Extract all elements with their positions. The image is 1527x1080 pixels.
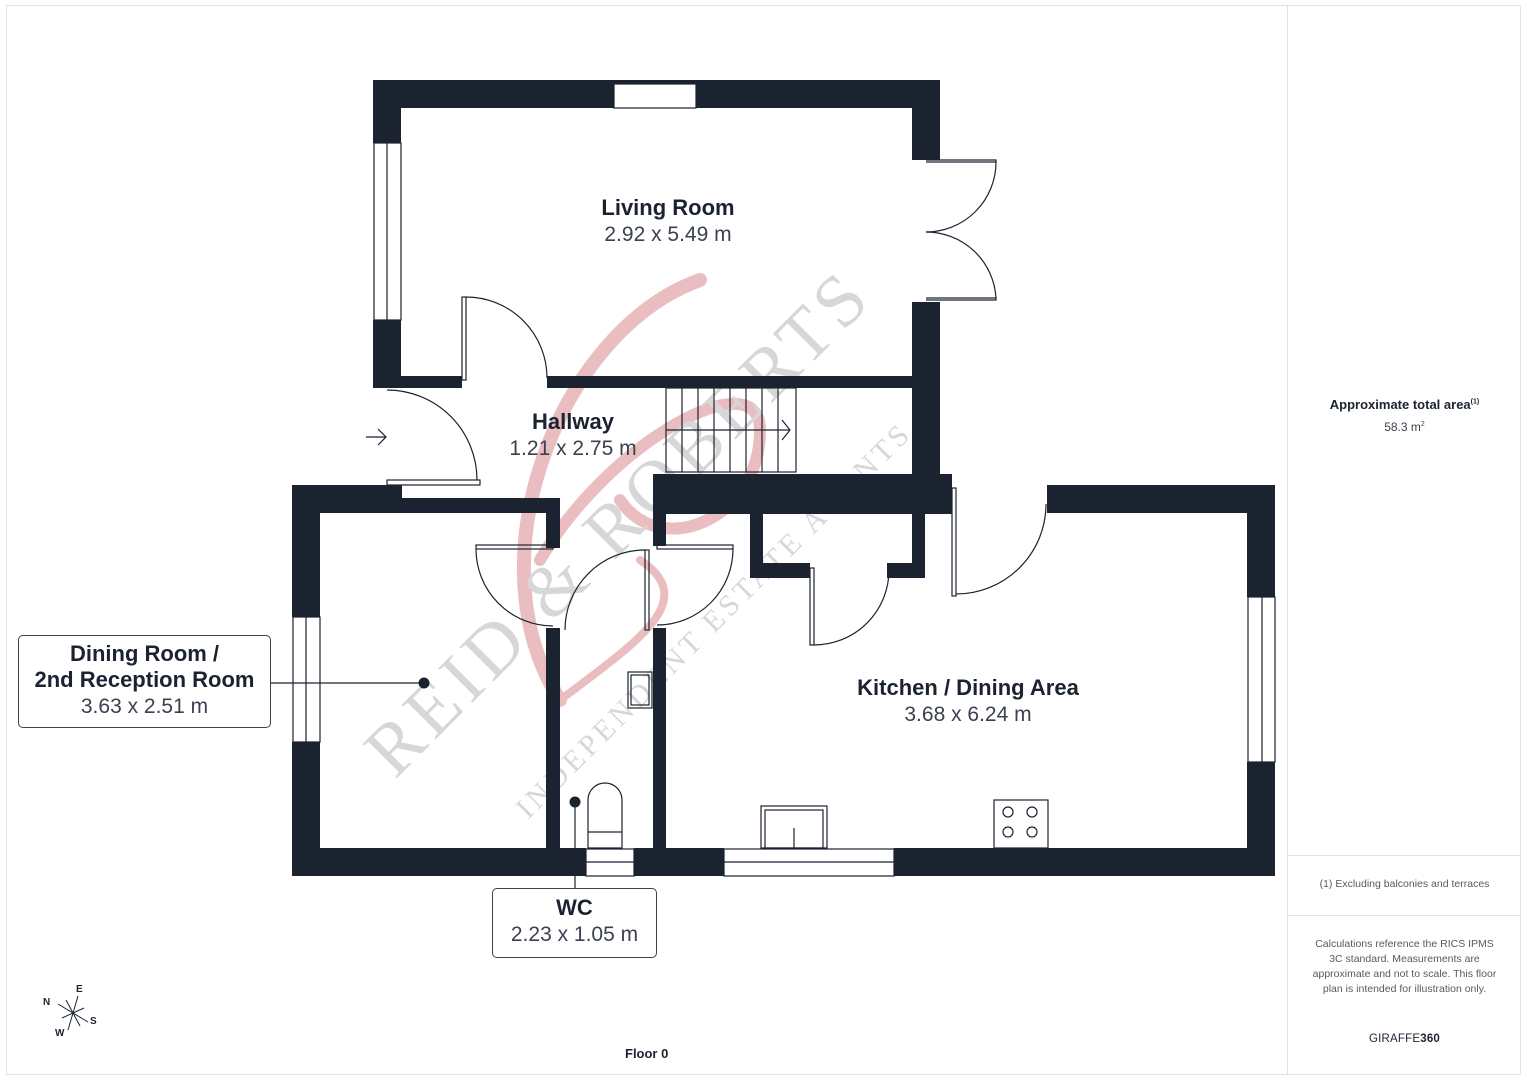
side-panel: Approximate total area(1) 58.3 m2 (1) Ex… (1287, 5, 1521, 1075)
room-dimensions: 3.68 x 6.24 m (904, 703, 1032, 726)
room-wc-callout: WC 2.23 x 1.05 m (492, 888, 657, 958)
room-dining-callout: Dining Room / 2nd Reception Room 3.63 x … (18, 635, 271, 728)
area-value: 58.3 m2 (1384, 420, 1425, 434)
room-living: Living Room 2.92 x 5.49 m (601, 195, 734, 249)
page-frame (6, 5, 1521, 1075)
room-name: Kitchen / Dining Area (857, 675, 1079, 700)
room-dimensions: 2.23 x 1.05 m (510, 923, 639, 946)
disclaimer: Calculations reference the RICS IPMS 3C … (1312, 938, 1497, 995)
total-area: Approximate total area(1) 58.3 m2 (1288, 397, 1521, 434)
footnote: (1) Excluding balconies and terraces (1319, 878, 1490, 890)
compass-n: N (43, 997, 51, 1008)
room-kitchen: Kitchen / Dining Area 3.68 x 6.24 m (857, 675, 1079, 729)
room-dimensions: 1.21 x 2.75 m (509, 437, 637, 460)
room-name: WC (556, 895, 593, 920)
brand-logo: GIRAFFE360 (1368, 1033, 1441, 1045)
compass-e: E (76, 984, 83, 995)
room-name: Living Room (601, 195, 735, 220)
room-dimensions: 3.63 x 2.51 m (80, 695, 209, 718)
compass-icon (57, 995, 89, 1031)
area-title: Approximate total area(1) (1329, 397, 1480, 412)
room-hallway: Hallway 1.21 x 2.75 m (509, 409, 636, 463)
fixtures (270, 83, 1276, 888)
room-name-line1: Dining Room / (69, 641, 220, 666)
room-name: Hallway (532, 409, 614, 434)
room-name-line2: 2nd Reception Room (34, 667, 255, 692)
compass-s: S (90, 1016, 97, 1027)
walls (292, 80, 1275, 876)
watermark: REID & ROBERTS INDEPENDENT ESTATE AGENTS (349, 253, 919, 825)
compass-w: W (55, 1028, 65, 1039)
divider (1288, 855, 1521, 856)
divider (1288, 915, 1521, 916)
room-dimensions: 2.92 x 5.49 m (604, 223, 732, 246)
floor-label: Floor 0 (625, 1046, 669, 1061)
